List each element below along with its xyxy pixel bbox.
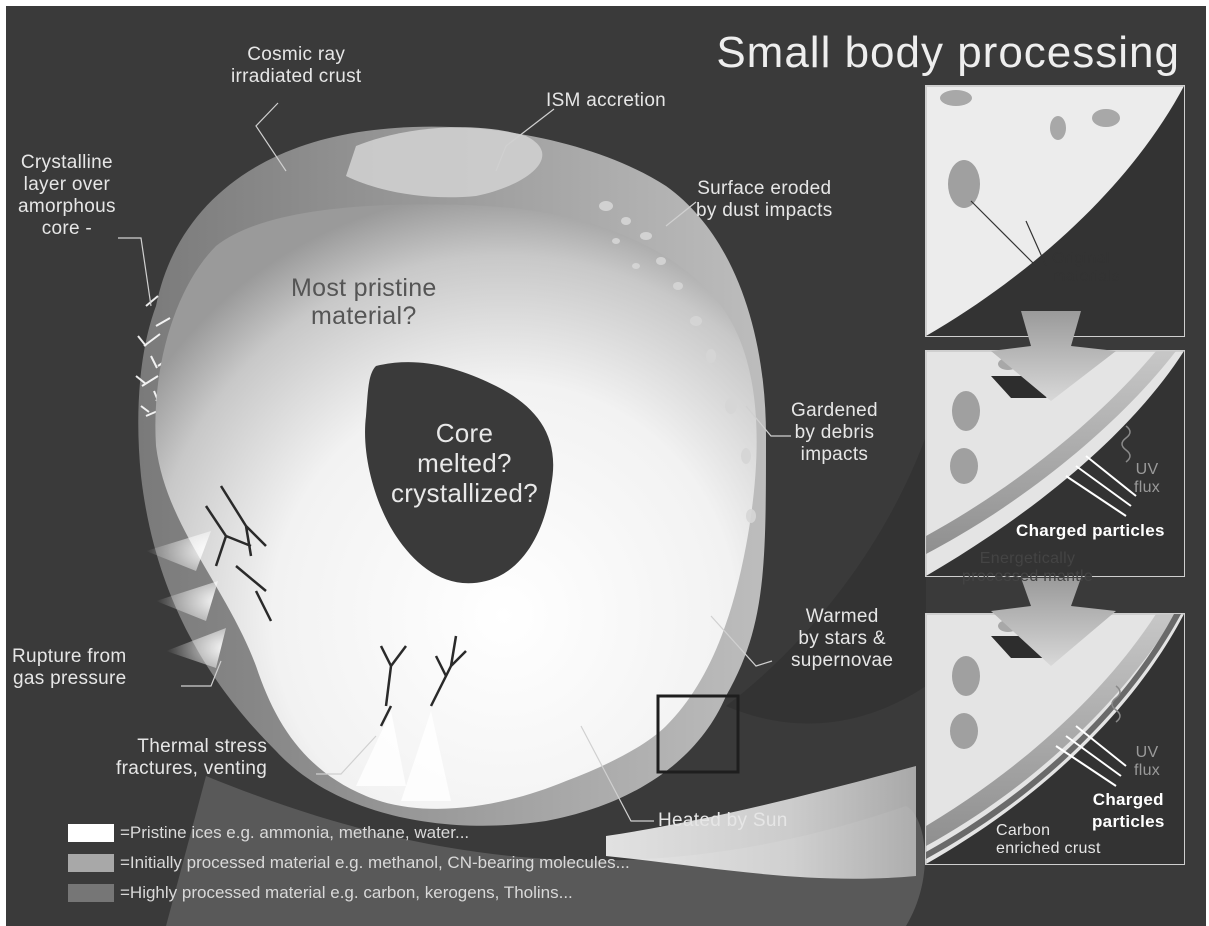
panel-1 [926, 86, 1184, 336]
label-charged-particles-1: Charged particles [1016, 520, 1165, 542]
diagram-artwork [6, 6, 1206, 926]
legend-text-highly: =Highly processed material e.g. carbon, … [120, 882, 573, 904]
diagram-title: Small body processing [716, 28, 1180, 78]
label-ism-accretion: ISM accretion [546, 90, 666, 112]
legend-text-pristine: =Pristine ices e.g. ammonia, methane, wa… [120, 822, 469, 844]
legend-swatch-pristine [68, 824, 114, 842]
legend-swatch-highly [68, 884, 114, 902]
legend-text-initial: =Initially processed material e.g. metha… [120, 852, 630, 874]
legend-swatch-initial [68, 854, 114, 872]
label-heated: Heated by Sun [658, 810, 788, 832]
